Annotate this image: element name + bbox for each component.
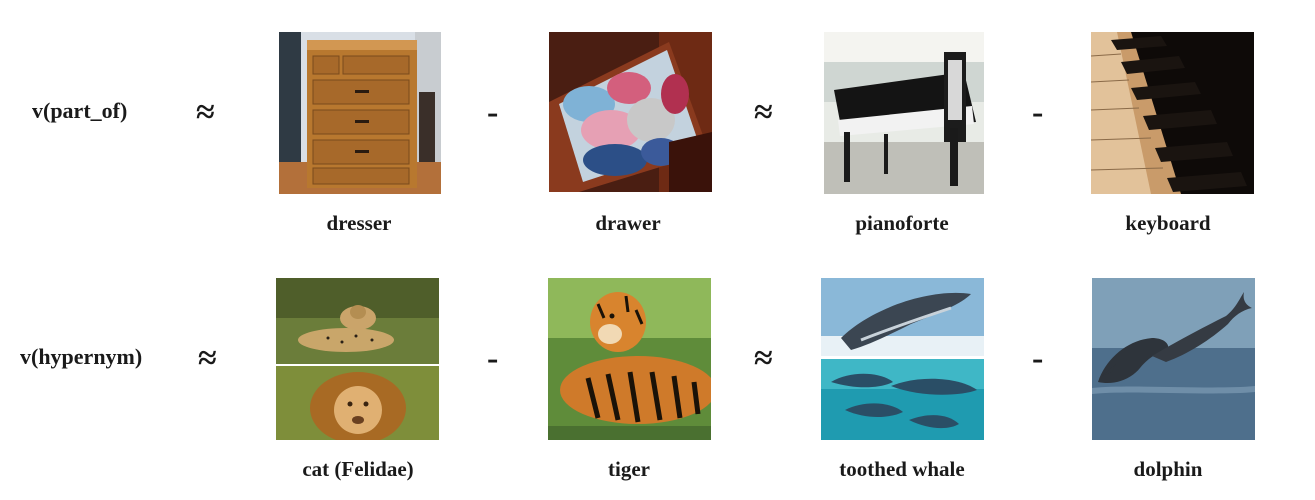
dolphin-photo [1092, 278, 1255, 440]
caption-keyboard: keyboard [1125, 211, 1211, 235]
drawer-photo [549, 32, 712, 192]
caption-dolphin: dolphin [1133, 457, 1203, 481]
approx-symbol: ≈ [198, 340, 217, 377]
caption-cat-felidae: cat (Felidae) [302, 457, 414, 481]
minus-symbol: - [1032, 94, 1044, 131]
tiger-photo [548, 278, 711, 440]
caption-tiger: tiger [608, 457, 650, 481]
approx-symbol: ≈ [754, 340, 773, 377]
toothed-whale-photo [821, 278, 984, 440]
approx-symbol: ≈ [754, 94, 773, 131]
minus-symbol: - [487, 94, 499, 131]
caption-pianoforte: pianoforte [855, 211, 949, 235]
relation-label-part-of: v(part_of) [32, 98, 128, 123]
caption-toothed-whale: toothed whale [839, 457, 965, 481]
approx-symbol: ≈ [196, 94, 215, 131]
relation-label-hypernym: v(hypernym) [20, 344, 143, 369]
caption-drawer: drawer [595, 211, 661, 235]
minus-symbol: - [487, 340, 499, 377]
dresser-photo [279, 32, 441, 194]
minus-symbol: - [1032, 340, 1044, 377]
cat-felidae-photo [276, 278, 439, 440]
caption-dresser: dresser [326, 211, 392, 235]
pianoforte-photo [824, 32, 984, 194]
keyboard-photo [1091, 32, 1254, 194]
